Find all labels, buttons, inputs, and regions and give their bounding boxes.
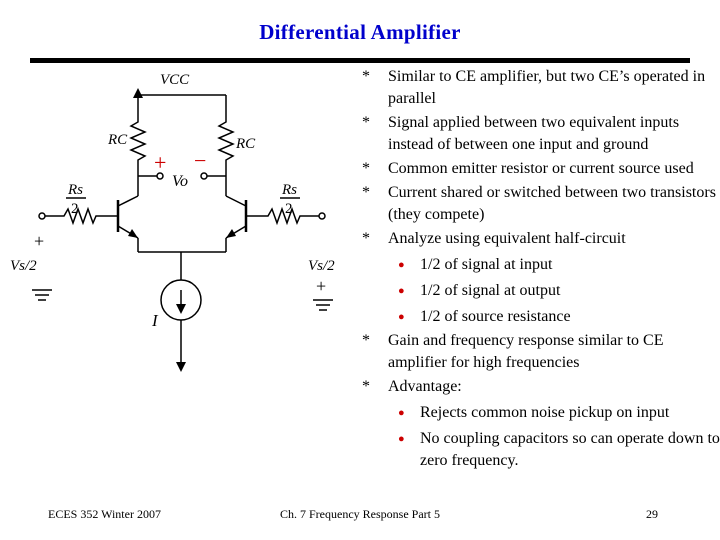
left-input-terminal [38,212,46,220]
bullet-star-icon: * [362,160,370,177]
rs-right-denominator: 2 [285,201,293,217]
bullet-text: Similar to CE amplifier, but two CE’s op… [388,68,706,107]
current-arrow-icon [176,362,186,372]
bullet-star-icon: * [362,230,370,247]
bullet-text: Gain and frequency response similar to C… [388,332,664,371]
differential-amplifier-schematic: VCC RC RC + − Vo Rs 2 Rs 2 + Vs/2 + Vs/2 [10,72,335,372]
bullet-star-icon: * [362,332,370,349]
sub-bullet-text: No coupling capacitors so can operate do… [420,430,720,469]
bullet-star-icon: * [362,184,370,201]
sub-bullet-dot-icon: ● [398,285,405,297]
bullet-text: Signal applied between two equivalent in… [388,114,680,153]
vcc-arrow-icon [133,88,143,98]
q2-collector [225,195,247,207]
sub-bullet-dot-icon: ● [398,407,405,419]
bullet-item: * Current shared or switched between two … [360,182,720,226]
q2-emitter-arrow-icon [226,229,236,238]
current-label: I [151,311,159,330]
sub-bullet-item: ● 1/2 of signal at output [388,280,720,302]
bullet-item: * Gain and frequency response similar to … [360,330,720,374]
bullet-text: Current shared or switched between two t… [388,184,716,223]
rs-right-resistor [246,206,319,226]
sub-bullet-text: 1/2 of source resistance [420,308,571,325]
left-source-plus: + [34,231,44,251]
rs-left-label: Rs [67,182,83,198]
q1-collector [117,195,139,207]
rs-left-resistor [45,206,118,226]
page-number: 29 [646,507,658,521]
sub-bullet-dot-icon: ● [398,259,405,271]
bullet-text: Advantage: [388,378,462,395]
rc-left-label: RC [107,132,128,148]
sub-bullet-dot-icon: ● [398,433,405,445]
sub-bullet-item: ● Rejects common noise pickup on input [388,402,720,424]
vo-node-right [200,172,208,180]
footer-course: ECES 352 Winter 2007 [48,507,161,521]
bullet-text: Analyze using equivalent half-circuit [388,230,626,247]
sub-bullet-list: ● Rejects common noise pickup on input ● N… [388,402,720,472]
vo-plus-sign: + [154,150,166,175]
vs-right-label: Vs/2 [308,258,335,274]
bullet-item: * Similar to CE amplifier, but two CE’s o… [360,66,720,110]
rc-right-label: RC [235,136,256,152]
rs-left-denominator: 2 [71,201,79,217]
vo-minus-sign: − [194,148,206,173]
sub-bullet-item: ● 1/2 of source resistance [388,306,720,328]
title-divider [30,58,690,63]
rc-left-resistor [129,108,147,176]
vs-left-label: Vs/2 [10,258,37,274]
bullet-item: * Analyze using equivalent half-circuit ●… [360,228,720,328]
sub-bullet-text: 1/2 of signal at output [420,282,561,299]
rs-right-label: Rs [281,182,297,198]
slide-title: Differential Amplifier [259,20,461,44]
right-input-terminal [318,212,326,220]
rc-right-resistor [217,108,235,176]
bullet-item: * Signal applied between two equivalent i… [360,112,720,156]
bullet-star-icon: * [362,68,370,85]
bullet-item: * Advantage: ● Rejects common noise pickup… [360,376,720,472]
bullet-item: * Common emitter resistor or current sour… [360,158,720,180]
right-source-plus: + [316,276,326,296]
sub-bullet-item: ● No coupling capacitors so can operate d… [388,428,720,472]
q1-emitter-arrow-icon [128,229,138,238]
sub-bullet-item: ● 1/2 of signal at input [388,254,720,276]
sub-bullet-text: 1/2 of signal at input [420,256,553,273]
vo-label: Vo [172,173,188,190]
sub-bullet-text: Rejects common noise pickup on input [420,404,670,421]
bullet-star-icon: * [362,114,370,131]
bullet-list: * Similar to CE amplifier, but two CE’s o… [360,66,720,474]
bullet-text: Common emitter resistor or current sourc… [388,160,694,177]
vcc-label: VCC [160,72,190,88]
sub-bullet-dot-icon: ● [398,311,405,323]
bullet-star-icon: * [362,378,370,395]
sub-bullet-list: ● 1/2 of signal at input ● 1/2 of signal a… [388,254,720,328]
footer-chapter: Ch. 7 Frequency Response Part 5 [280,507,440,521]
